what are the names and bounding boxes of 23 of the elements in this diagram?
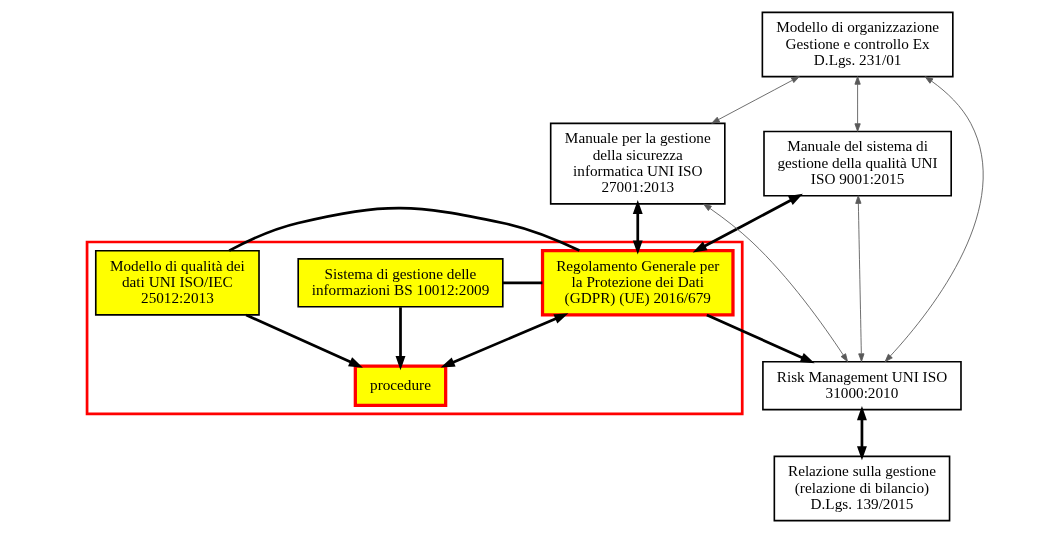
node-box: Modello di organizzazione Gestione e controllo Ex D.Lgs. 231/01 [761,11,954,78]
arrow [702,203,848,362]
node-box: Risk Management UNI ISO 31000:2010 [761,360,962,411]
node-box: Sistema di gestione delle informazioni BS 10012:2009 [296,258,504,308]
arrow [854,76,861,132]
node-box: Manuale del sistema di gestione della qualità UNI ISO 9001:2015 [762,130,952,197]
arrow [692,193,803,253]
arrow [440,313,568,368]
arrow [856,406,867,461]
node-box: Modello di qualità dei dati UNI ISO/IEC 25012:2013 [94,249,260,316]
arrow [245,313,363,368]
node-box: Manuale per la gestione della sicurezza informatica UNI ISO 27001:2013 [549,122,726,205]
connector [502,281,542,285]
arrow [884,76,983,363]
arrow [854,195,864,362]
connector [228,206,580,252]
node-box: procedure [353,364,447,407]
arrow [710,76,800,124]
node-box: Relazione sulla gestione (relazione di bilancio) D.Lgs. 139/2015 [773,455,950,522]
arrow [705,313,815,364]
node-box: Regolamento Generale per la Protezione dei Dati (GDPR) (UE) 2016/679 [540,249,735,317]
arrow [632,199,643,255]
arrow [395,307,405,371]
